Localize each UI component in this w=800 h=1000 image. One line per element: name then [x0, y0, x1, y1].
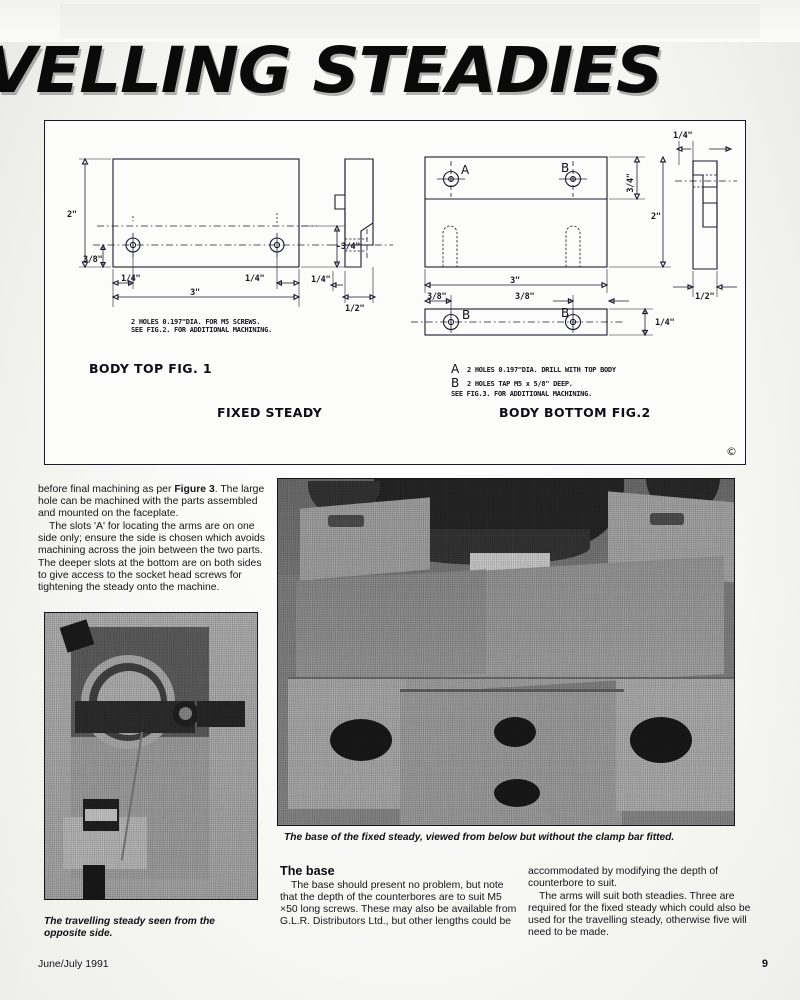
dim-fig1-side-step: 1/4"	[311, 275, 330, 285]
fig2-bottom-edge-view: B B 3/8" 3/8" 1/4"	[411, 292, 675, 337]
fig2-side-view: 1/4" 1/2"	[673, 131, 737, 302]
dim-fig2-side-step: 1/4"	[673, 131, 692, 141]
dim-fig1-inset-left: 1/4"	[121, 274, 140, 284]
fig1-caption: BODY TOP FIG. 1	[89, 361, 212, 376]
photo-main-caption: The base of the fixed steady, viewed fro…	[284, 832, 675, 843]
page-title: VELLING STEADIES	[0, 34, 663, 107]
fig2-marker-A: A	[461, 163, 470, 177]
dim-fig2-inset-right: 3/8"	[515, 292, 534, 302]
dim-fig2-side-thickness: 1/2"	[695, 292, 714, 302]
scan-top-shadow	[0, 0, 800, 42]
fig2-legend-note: SEE FIG.3. FOR ADDITIONAL MACHINING.	[451, 390, 592, 398]
page-footer: June/July 1991 9	[38, 958, 768, 974]
fig1-front-view: 2" 3/8" 3" 1/4" 1/4"	[67, 157, 361, 307]
fig1-note-line1: 2 HOLES 0.197"DIA. FOR M5 SCREWS.	[131, 318, 260, 326]
photo-travelling-steady	[44, 612, 258, 900]
drawing-svg: 2" 3/8" 3" 1/4" 1/4"	[67, 131, 737, 420]
technical-drawing-panel: 2" 3/8" 3" 1/4" 1/4"	[44, 120, 746, 465]
photo-left-caption: The travelling steady seen from the oppo…	[44, 916, 215, 940]
fig2-legend-text-A: 2 HOLES 0.197"DIA. DRILL WITH TOP BODY	[467, 366, 617, 374]
assembly-caption: FIXED STEADY	[217, 405, 323, 420]
dim-fig2-inset-left: 3/8"	[427, 292, 446, 302]
footer-page-number: 9	[761, 958, 768, 970]
fig2-legend-key-B: B	[451, 376, 459, 390]
article-paragraph-1: before final machining as per Figure 3. …	[38, 484, 265, 520]
fig2-marker-B: B	[561, 161, 569, 175]
base-section-right-column: accommodated by modifying the depth of c…	[528, 866, 770, 940]
dim-fig1-side-thickness: 1/2"	[345, 304, 364, 314]
base-section-paragraph-left: The base should present no problem, but …	[280, 880, 517, 928]
base-section-paragraph-right-1: accommodated by modifying the depth of c…	[528, 866, 719, 890]
base-section-paragraph-right-2: The arms will suit both steadies. Three …	[528, 891, 751, 939]
dim-fig2-bottom-thickness: 1/4"	[655, 318, 674, 328]
article-paragraph-2: The slots 'A' for locating the arms are …	[38, 521, 265, 593]
dim-fig1-length: 3"	[190, 288, 200, 298]
fig2-marker-B-left: B	[462, 308, 470, 322]
copyright-icon: ©	[726, 445, 737, 458]
fig2-top-view: A B 3/4" 2"	[423, 155, 671, 293]
base-section-left-column: The base The base should present no prob…	[280, 864, 520, 928]
dim-fig1-hole-from-bottom: 3/8"	[83, 255, 102, 265]
dim-fig2-hole-from-top: 3/4"	[626, 173, 636, 192]
fig2-marker-B-right: B	[561, 306, 569, 320]
dim-fig1-height: 2"	[67, 210, 77, 220]
article-left-column: before final machining as per Figure 3. …	[38, 484, 266, 594]
footer-issue-date: June/July 1991	[38, 958, 109, 970]
dim-fig1-hole-from-top: -3/4"	[336, 242, 360, 252]
masthead: VELLING STEADIES	[0, 34, 800, 107]
fig2-legend-key-A: A	[451, 362, 460, 376]
dim-fig1-inset-right: 1/4"	[245, 274, 264, 284]
base-section-heading: The base	[280, 864, 335, 878]
fig2-caption: BODY BOTTOM FIG.2	[499, 405, 651, 420]
photo-base-fixed-steady	[277, 478, 735, 826]
fig1-side-view: 1/4" 1/2"	[311, 158, 393, 314]
dim-fig2-length: 3"	[510, 276, 520, 286]
fig2-legend-text-B: 2 HOLES TAP M5 x 5/8" DEEP.	[467, 380, 573, 388]
fig1-note-line2: SEE FIG.2. FOR ADDITIONAL MACHINING.	[131, 326, 272, 334]
dim-fig2-height: 2"	[651, 212, 661, 222]
